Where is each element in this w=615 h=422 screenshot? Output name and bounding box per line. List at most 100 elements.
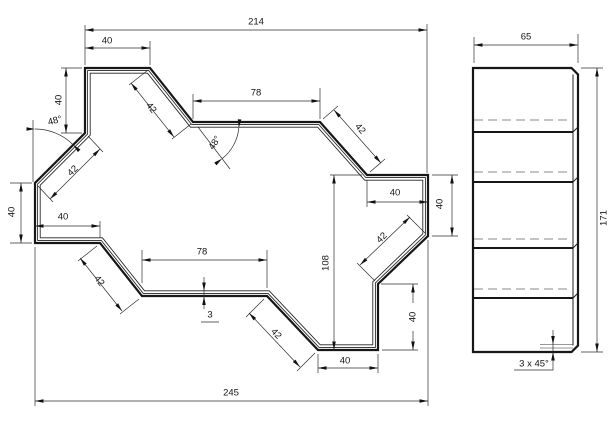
construction-line: [197, 126, 231, 170]
arrowhead: [411, 284, 415, 293]
dim-label-245: 245: [223, 388, 239, 399]
arrowhead: [19, 183, 23, 192]
dim-label-78: 78: [197, 247, 208, 258]
dimension-40-17: 40: [7, 182, 32, 244]
arrowhead: [474, 43, 483, 47]
extension-line: [119, 298, 140, 315]
arrowhead: [115, 303, 122, 311]
chamfer-dimension-side: 3 x 45°: [514, 330, 573, 371]
dim-label-40: 40: [435, 199, 446, 210]
arrowhead: [202, 282, 206, 291]
dimension-line: [49, 148, 101, 200]
arrowhead: [332, 175, 336, 184]
dim-label-171: 171: [599, 210, 610, 226]
arrowhead: [419, 399, 428, 403]
arrowhead: [50, 191, 58, 199]
extension-line: [171, 123, 192, 140]
extension-line: [296, 352, 316, 372]
dim-label-3x45: 3 x 45°: [519, 359, 549, 370]
part-outline: [33, 66, 430, 352]
arrowhead: [311, 99, 320, 103]
dimension-78-3: 78: [192, 88, 321, 119]
dim-label-3: 3: [207, 310, 212, 321]
extension-line: [356, 262, 376, 282]
arrowhead: [419, 200, 428, 204]
extension-line: [406, 214, 426, 234]
arrowhead: [551, 352, 555, 361]
arrowhead: [131, 83, 138, 91]
extension-line: [322, 105, 339, 120]
arrowhead: [367, 200, 376, 204]
arrowhead: [369, 366, 378, 370]
section-chamfer-3: [572, 242, 579, 249]
chamfer-line-2: [39, 72, 424, 346]
angle-arc: [34, 128, 74, 146]
dimension-40-2: 40: [54, 67, 82, 134]
dimension-245-18: 245: [34, 240, 429, 406]
dimension-line: [333, 109, 382, 164]
arrowhead: [85, 28, 94, 32]
arrowhead: [85, 46, 94, 50]
arrowhead: [551, 336, 555, 345]
dimension-78-12: 78: [141, 247, 268, 288]
arrowhead: [141, 46, 150, 50]
arrowhead: [193, 99, 202, 103]
arrowhead: [64, 124, 68, 133]
arrowhead: [292, 359, 300, 367]
extension-line: [77, 245, 98, 262]
angle-dimension-0: 48°: [26, 114, 81, 182]
arrowhead: [411, 341, 415, 350]
dim-label-214: 214: [248, 17, 264, 28]
arrowhead: [26, 127, 35, 131]
arrowhead: [73, 144, 81, 153]
arrowhead: [202, 296, 206, 305]
extension-line: [245, 298, 265, 318]
arrowhead: [402, 217, 410, 225]
section-chamfer-2: [572, 176, 579, 183]
dimension-line: [359, 216, 411, 266]
arrowhead: [142, 258, 151, 262]
arrowhead: [360, 257, 368, 265]
arrowhead: [318, 366, 327, 370]
arrowhead: [35, 399, 44, 403]
dimension-40-16: 40: [35, 212, 101, 238]
arrowhead: [595, 343, 599, 352]
section-chamfer-1: [572, 126, 579, 133]
arrowhead: [334, 110, 341, 118]
arrowhead: [258, 258, 267, 262]
dim-label-78: 78: [251, 88, 262, 99]
dimension-line: [130, 82, 175, 138]
arrowhead: [167, 129, 174, 137]
dim-label-40: 40: [7, 207, 18, 218]
chamfer-dimension-plan: 3: [201, 277, 219, 323]
dimension-214-0: 214: [84, 17, 428, 173]
dimension-40-10: 40: [381, 283, 419, 351]
section-chamfer-4: [572, 292, 579, 299]
arrowhead: [569, 43, 578, 47]
arrowhead: [35, 224, 44, 228]
angle-label: 48°: [47, 114, 64, 128]
dimension-40-8: 40: [432, 174, 458, 237]
arrowhead: [332, 341, 336, 350]
dimension-40-7: 40: [366, 180, 428, 207]
dim-label-40: 40: [58, 212, 69, 223]
dim-label-108: 108: [321, 255, 332, 271]
side-view: [471, 66, 580, 354]
plan-view: [33, 66, 430, 352]
dim-label-65: 65: [521, 32, 532, 43]
arrowhead: [19, 234, 23, 243]
dimension-40-1: 40: [85, 36, 151, 65]
dimension-line: [248, 312, 301, 368]
arrowhead: [374, 155, 381, 163]
side-outline: [471, 66, 580, 354]
dim-label-40: 40: [54, 95, 65, 106]
angle-arc: [221, 127, 240, 159]
dimension-65-19: 65: [473, 32, 579, 63]
arrowhead: [237, 119, 242, 128]
extension-line: [37, 185, 54, 203]
dim-label-40: 40: [102, 36, 113, 47]
arrowhead: [450, 175, 454, 184]
arrowhead: [80, 258, 87, 266]
